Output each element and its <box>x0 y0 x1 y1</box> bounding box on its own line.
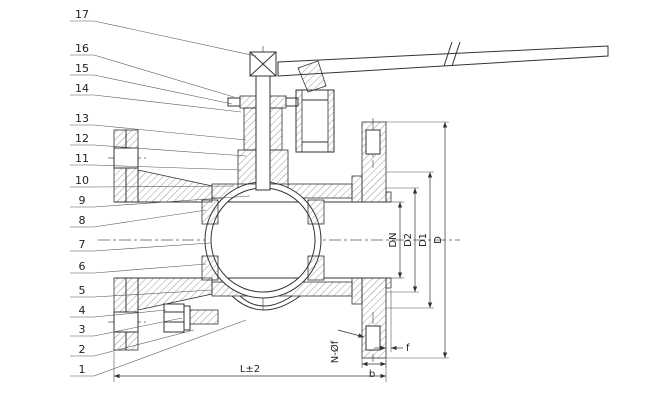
callout-12: 12 <box>75 132 89 145</box>
callout-9: 9 <box>79 194 86 207</box>
dim-length-label: L±2 <box>240 364 260 375</box>
dimension-labels: DN D2 D1 D L±2 N-Øf b f <box>240 232 444 380</box>
callout-1: 1 <box>79 363 86 376</box>
stem-group <box>227 51 299 191</box>
callout-17: 17 <box>75 8 89 21</box>
callout-3: 3 <box>79 323 86 336</box>
callout-4: 4 <box>79 304 86 317</box>
callout-2: 2 <box>79 343 86 356</box>
dim-f-label: f <box>406 343 410 354</box>
left-flange-group <box>113 129 213 351</box>
callout-labels: 17 16 15 14 13 12 11 10 9 8 7 6 5 4 3 2 <box>70 8 257 377</box>
callout-16: 16 <box>75 42 89 55</box>
callout-6: 6 <box>79 260 86 273</box>
drain-plug-group <box>163 303 219 333</box>
handle-group <box>277 41 609 93</box>
callout-13: 13 <box>75 112 89 125</box>
callout-14: 14 <box>75 82 89 95</box>
bore-lines <box>114 201 391 279</box>
callout-15: 15 <box>75 62 89 75</box>
dimension-lines <box>113 121 449 382</box>
dim-bolt-holes-label: N-Øf <box>329 340 341 363</box>
callout-10: 10 <box>75 174 89 187</box>
dim-d2-label: D2 <box>403 233 414 247</box>
dim-dn-label: DN <box>388 232 399 247</box>
dim-d1-label: D1 <box>418 233 429 247</box>
dim-d-label: D <box>433 236 444 244</box>
callout-5: 5 <box>79 284 86 297</box>
callout-11: 11 <box>75 152 89 165</box>
callout-7: 7 <box>79 238 86 251</box>
ball-group <box>204 181 322 299</box>
seat-rings-group <box>201 199 325 281</box>
mounting-pad-group <box>295 89 335 153</box>
dim-b-label: b <box>369 369 375 380</box>
callout-8: 8 <box>79 214 86 227</box>
